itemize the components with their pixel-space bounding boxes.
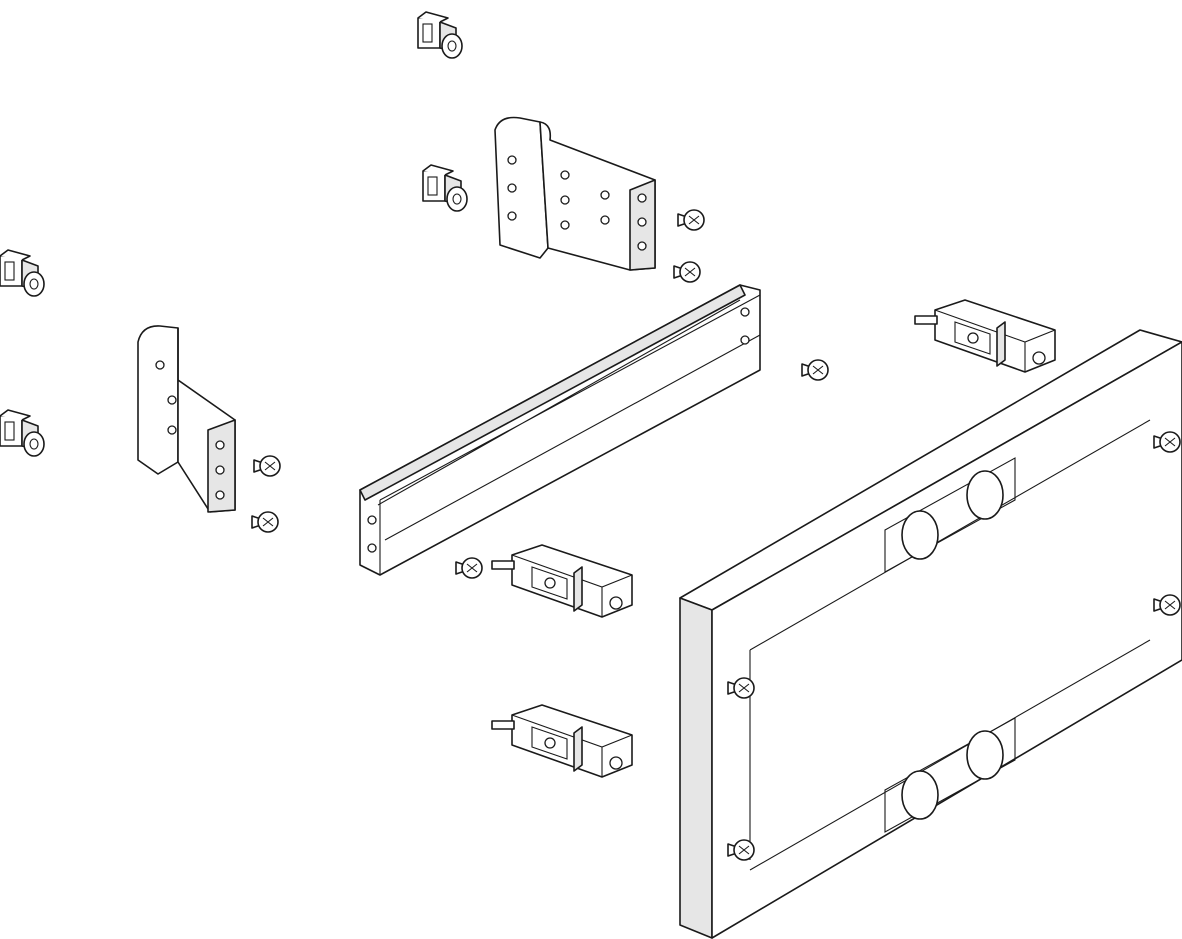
rail-icon — [359, 284, 761, 576]
clip-icon — [0, 409, 45, 457]
clip-icon — [417, 11, 463, 59]
connector-block-icon — [491, 704, 633, 778]
screw-icon — [253, 455, 281, 477]
screw-icon — [251, 511, 279, 533]
screw-icon — [673, 261, 701, 283]
clip-icon — [422, 164, 468, 212]
screw-icon — [677, 209, 705, 231]
screw-icon — [455, 557, 483, 579]
connector-block-icon — [491, 544, 633, 618]
cover-panel-icon — [679, 329, 1182, 939]
screw-icon — [801, 359, 829, 381]
bracket-icon — [494, 116, 656, 271]
connector-block-icon — [914, 299, 1056, 373]
bracket-icon — [137, 325, 236, 513]
clip-icon — [0, 249, 45, 297]
